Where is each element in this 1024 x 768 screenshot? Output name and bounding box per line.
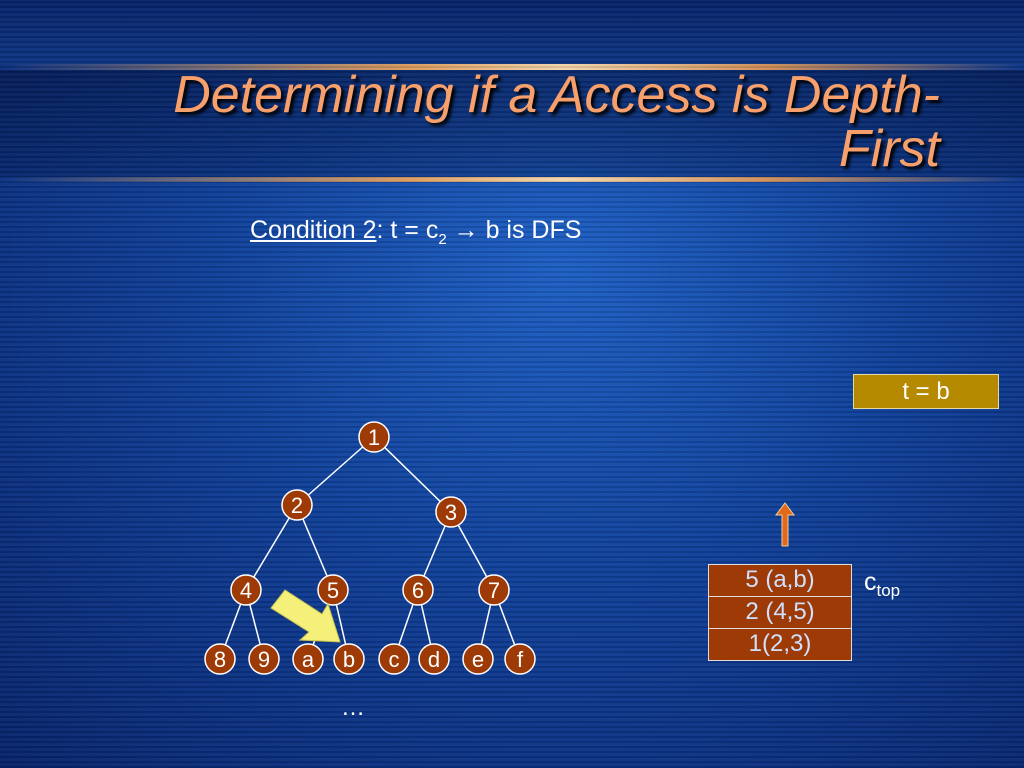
slide-title: Determining if a Access is Depth-First (173, 66, 940, 178)
tree-node-e: e (462, 643, 494, 675)
svg-text:4: 4 (240, 578, 252, 603)
up-arrow-icon (775, 502, 795, 547)
svg-text:6: 6 (412, 578, 424, 603)
title-band-background (0, 70, 1024, 177)
tree-node-1: 1 (358, 421, 390, 453)
c-top-label: ctop (864, 568, 900, 601)
stack-entry: 1(2,3) (708, 628, 852, 661)
svg-text:8: 8 (214, 647, 226, 672)
condition-label: Condition 2 (250, 216, 377, 244)
condition-subscript: 2 (438, 231, 447, 248)
svg-text:e: e (472, 647, 484, 672)
t-value-box: t = b (853, 374, 999, 409)
svg-text:a: a (302, 647, 315, 672)
svg-text:d: d (428, 647, 440, 672)
svg-text:b: b (343, 647, 355, 672)
stack-entry: 2 (4,5) (708, 596, 852, 629)
tree-edge (373, 436, 452, 513)
svg-text:7: 7 (488, 578, 500, 603)
stack: 5 (a,b) 2 (4,5) 1(2,3) (708, 564, 852, 661)
tree-edges (219, 436, 521, 660)
tree-node-d: d (418, 643, 450, 675)
tree-node-2: 2 (281, 489, 313, 521)
svg-text:f: f (517, 647, 524, 672)
tree-node-7: 7 (478, 574, 510, 606)
svg-text:2: 2 (291, 493, 303, 518)
c-top-base: c (864, 568, 877, 596)
svg-text:5: 5 (327, 578, 339, 603)
tree-node-6: 6 (402, 574, 434, 606)
condition-text: : t = c (376, 216, 439, 244)
top-accent-stripe (0, 64, 1024, 70)
c-top-subscript: top (876, 581, 901, 600)
tree-edge (245, 504, 298, 591)
svg-text:1: 1 (368, 425, 380, 450)
bottom-accent-stripe (0, 177, 1024, 182)
implies-arrow: → (453, 216, 479, 244)
tree-node-4: 4 (230, 574, 262, 606)
tree-node-b: b (333, 643, 365, 675)
pointer-arrow-icon (270, 589, 341, 643)
condition-result: b is DFS (478, 216, 582, 244)
tree-node-9: 9 (248, 643, 280, 675)
tree-node-a: a (292, 643, 324, 675)
tree-node-3: 3 (435, 496, 467, 528)
svg-text:9: 9 (258, 647, 270, 672)
tree-node-f: f (504, 643, 536, 675)
header-background (0, 0, 1024, 64)
svg-text:c: c (389, 647, 400, 672)
tree-node-5: 5 (317, 574, 349, 606)
condition-statement: Condition 2: t = c2 → b is DFS (250, 216, 581, 248)
tree-node-c: c (378, 643, 410, 675)
svg-text:3: 3 (445, 500, 457, 525)
tree-continuation: … (341, 694, 365, 721)
tree-node-8: 8 (204, 643, 236, 675)
tree-edge (296, 436, 375, 506)
